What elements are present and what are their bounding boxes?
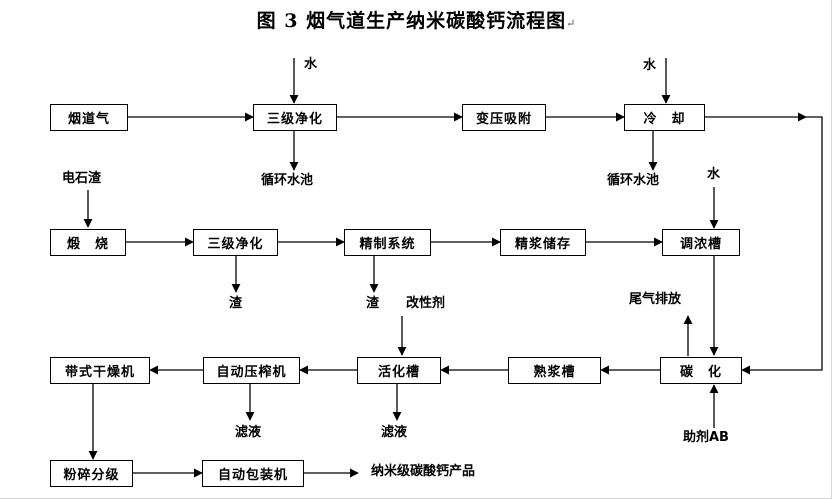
node-refining: 精制系统	[344, 229, 431, 256]
node-filter-press: 自动压榨机	[203, 357, 300, 384]
label-modifier: 改性剂	[406, 296, 446, 311]
label-circ-pool-2: 循环水池	[607, 173, 660, 188]
label-water-1: 水	[304, 57, 318, 72]
node-flue-gas: 烟道气	[50, 104, 128, 131]
node-packaging: 自动包装机	[202, 460, 304, 487]
label-additive: 助剂AB	[683, 430, 729, 445]
node-belt-dryer: 带式干燥机	[50, 357, 150, 384]
return-mark-icon: ↵	[566, 17, 577, 30]
node-cooling: 冷 却	[624, 104, 705, 131]
label-residue-2: 渣	[366, 296, 380, 311]
label-product: 纳米级碳酸钙产品	[371, 464, 476, 479]
node-slurry-storage: 精浆储存	[500, 229, 586, 256]
node-calcine: 煅 烧	[50, 229, 126, 256]
label-filtrate-2: 滤液	[381, 425, 408, 440]
title-text: 图 3 烟气道生产纳米碳酸钙流程图	[256, 10, 567, 32]
node-crushing: 粉碎分级	[50, 460, 133, 487]
label-carbide-slag: 电石渣	[62, 171, 102, 186]
node-psa: 变压吸附	[462, 104, 546, 131]
node-purify-2: 三级净化	[193, 229, 278, 256]
node-activation: 活化槽	[357, 357, 441, 384]
arrow-right-loop-to-carbonation	[741, 116, 823, 375]
node-ripening: 熟浆槽	[508, 357, 601, 384]
label-residue-1: 渣	[229, 296, 243, 311]
node-purify-1: 三级净化	[253, 104, 337, 131]
label-tail-gas: 尾气排放	[629, 292, 682, 307]
label-circ-pool-1: 循环水池	[261, 173, 314, 188]
node-carbonation: 碳 化	[660, 357, 742, 384]
node-thickening: 调浓槽	[662, 229, 740, 256]
diagram-title: 图 3 烟气道生产纳米碳酸钙流程图↵	[0, 6, 833, 33]
label-water-2: 水	[643, 58, 657, 73]
label-filtrate-1: 滤液	[235, 425, 262, 440]
label-water-3: 水	[707, 167, 721, 182]
